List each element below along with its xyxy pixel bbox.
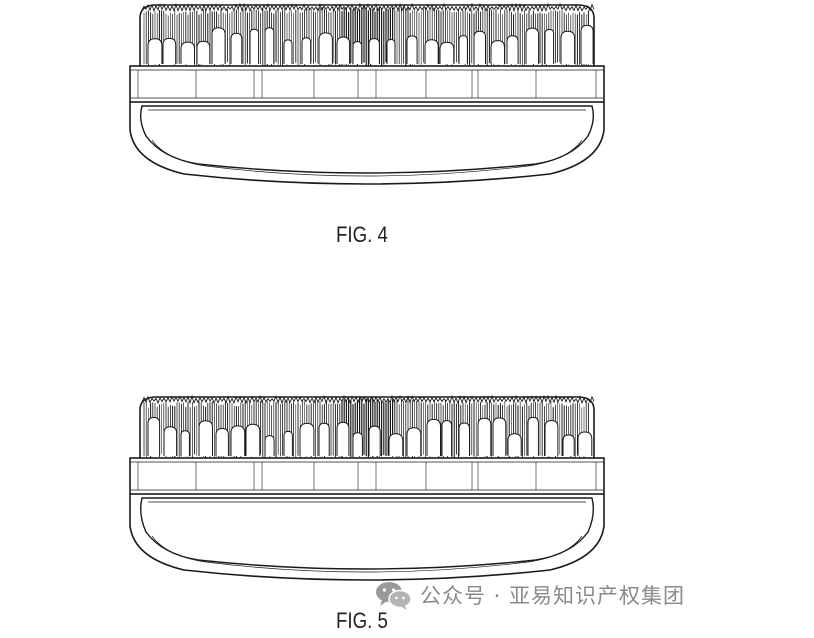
fin-cap bbox=[544, 419, 559, 456]
fig5-lens-outer bbox=[129, 494, 605, 581]
fin-cap bbox=[424, 39, 439, 64]
fin-cap bbox=[439, 41, 455, 64]
fig4-housing-top bbox=[139, 4, 595, 66]
fin-cap bbox=[147, 38, 163, 64]
fig4-heat-sink-fins bbox=[141, 2, 595, 66]
fin-cap bbox=[544, 28, 555, 64]
fin-cap bbox=[458, 422, 470, 456]
fin-cap bbox=[215, 427, 229, 456]
fin-cap bbox=[163, 426, 178, 456]
fin-cap bbox=[180, 430, 190, 456]
fin-cap bbox=[162, 37, 177, 64]
fin-cap bbox=[525, 27, 540, 64]
fin-cap bbox=[492, 417, 507, 456]
fin-cap bbox=[196, 40, 211, 64]
fig4-lens-inner bbox=[139, 105, 595, 174]
fin-cap bbox=[180, 41, 195, 64]
fin-top-edge bbox=[141, 394, 595, 405]
fin-cap bbox=[473, 30, 486, 64]
fig5-lens-inner bbox=[139, 497, 595, 570]
fin-cap bbox=[211, 27, 226, 64]
fig4-drawing bbox=[129, 2, 605, 185]
fin-cap bbox=[426, 418, 441, 456]
fig5-housing-band bbox=[129, 457, 605, 495]
fig4-lens-outer bbox=[129, 102, 605, 185]
fin-cap bbox=[147, 416, 161, 456]
fin-cap bbox=[560, 30, 576, 64]
fin-cap bbox=[507, 433, 522, 456]
fin-cap bbox=[299, 422, 315, 456]
fin-cap bbox=[264, 27, 275, 64]
watermark: 公众号 · 亚易知识产权集团 bbox=[374, 578, 685, 612]
fin-cap bbox=[352, 41, 363, 64]
fin-cap bbox=[283, 39, 293, 64]
fig4-housing-band bbox=[129, 65, 605, 103]
fig5-housing-top bbox=[139, 396, 595, 458]
fin-cap bbox=[577, 431, 593, 456]
fin-cap bbox=[336, 36, 351, 64]
fin-cap bbox=[406, 35, 418, 64]
fin-cap bbox=[506, 35, 519, 64]
fin-cap bbox=[352, 432, 363, 456]
fin-cap bbox=[580, 24, 594, 64]
fig4-caption: FIG. 4 bbox=[336, 222, 388, 247]
fin-cap bbox=[264, 435, 275, 456]
fin-cap bbox=[249, 28, 260, 64]
fin-cap bbox=[527, 416, 539, 456]
fig5-heat-sink-fins bbox=[141, 394, 595, 458]
fin-cap bbox=[230, 425, 246, 456]
fig5-drawing bbox=[129, 394, 605, 581]
fin-cap bbox=[441, 420, 453, 456]
fin-cap bbox=[477, 417, 492, 456]
fin-cap bbox=[562, 434, 575, 456]
fig5-caption: FIG. 5 bbox=[336, 608, 388, 633]
fin-cap bbox=[406, 427, 422, 456]
fin-cap bbox=[368, 38, 380, 64]
fin-cap bbox=[318, 422, 330, 456]
fin-cap bbox=[336, 421, 350, 456]
wechat-icon bbox=[376, 582, 412, 610]
watermark-text: 公众号 · 亚易知识产权集团 bbox=[420, 584, 686, 608]
fin-cap bbox=[245, 423, 261, 456]
fin-cap bbox=[318, 32, 333, 64]
fin-cap bbox=[458, 35, 468, 64]
fin-cap bbox=[301, 37, 312, 64]
fin-cap bbox=[490, 40, 505, 64]
fin-cap bbox=[388, 433, 404, 456]
fin-cap bbox=[386, 38, 396, 64]
fin-cap bbox=[283, 430, 293, 456]
fin-cap bbox=[368, 425, 381, 456]
fin-cap bbox=[198, 420, 213, 456]
fin-cap bbox=[230, 32, 243, 64]
